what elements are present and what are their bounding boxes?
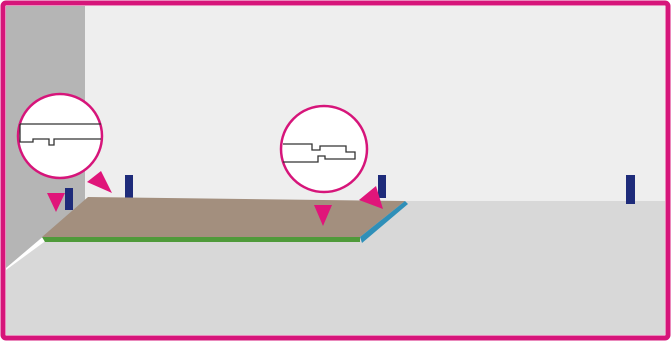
wall-spacer xyxy=(626,175,635,204)
wall-spacer xyxy=(65,188,73,210)
callout-circle xyxy=(279,104,369,194)
pointer-arrow xyxy=(47,193,65,212)
plank-edge-profile xyxy=(283,143,356,163)
laminate-plank-front-edge xyxy=(42,237,360,242)
wall-spacer xyxy=(378,175,386,198)
pointer-arrow xyxy=(87,171,112,193)
pointer-arrow xyxy=(314,205,332,226)
laminate-plank-top xyxy=(42,197,405,237)
callout-circle xyxy=(16,92,104,180)
wall-spacer xyxy=(125,175,133,198)
plank-edge-profile xyxy=(19,123,101,146)
laminate-plank-side-edge xyxy=(360,201,408,243)
pointer-arrow xyxy=(359,186,383,209)
edge-profile-callout-left xyxy=(16,92,104,180)
edge-profile-callout-right xyxy=(279,104,369,194)
